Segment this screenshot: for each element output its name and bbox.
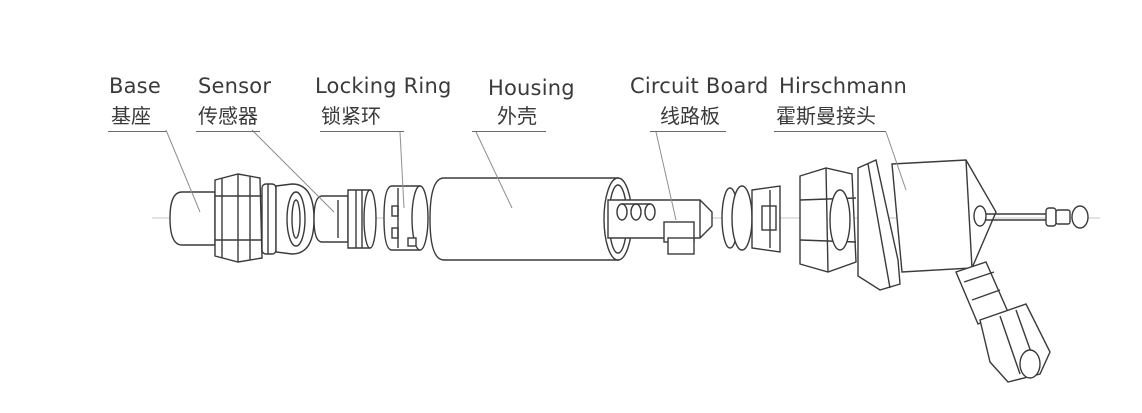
label-sensor-zh: 传感器 — [198, 104, 258, 128]
underline-sensor — [196, 131, 260, 132]
leader-hirschmann — [885, 131, 907, 191]
label-sensor-en: Sensor — [198, 74, 272, 98]
label-housing-en: Housing — [488, 76, 575, 100]
circuit-board-part — [607, 199, 713, 255]
leader-circuit-board — [655, 131, 677, 221]
underline-hirschmann — [774, 131, 886, 132]
base-part — [169, 173, 315, 263]
label-locking-ring-en: Locking Ring — [315, 74, 452, 98]
underline-locking-ring — [320, 131, 404, 132]
sensor-part — [313, 189, 377, 249]
label-hirschmann-en: Hirschmann — [779, 74, 907, 98]
label-base-zh: 基座 — [111, 104, 151, 128]
locking-ring-part — [383, 185, 429, 251]
label-circuit-board-zh: 线路板 — [660, 104, 720, 128]
label-hirschmann-zh: 霍斯曼接头 — [776, 104, 876, 128]
underline-housing — [472, 131, 546, 132]
leader-locking-ring — [399, 131, 405, 209]
label-locking-ring-zh: 锁紧环 — [321, 104, 381, 128]
underline-circuit-board — [650, 131, 726, 132]
underline-base — [108, 131, 166, 132]
leader-base — [165, 129, 201, 213]
label-housing-zh: 外壳 — [497, 104, 537, 128]
leader-lines — [165, 129, 907, 221]
housing-part — [429, 177, 633, 261]
hirschmann-part — [721, 159, 1089, 383]
label-circuit-board-en: Circuit Board — [630, 74, 769, 98]
leader-housing — [475, 131, 513, 209]
label-base-en: Base — [109, 74, 161, 98]
leader-sensor — [251, 129, 335, 213]
